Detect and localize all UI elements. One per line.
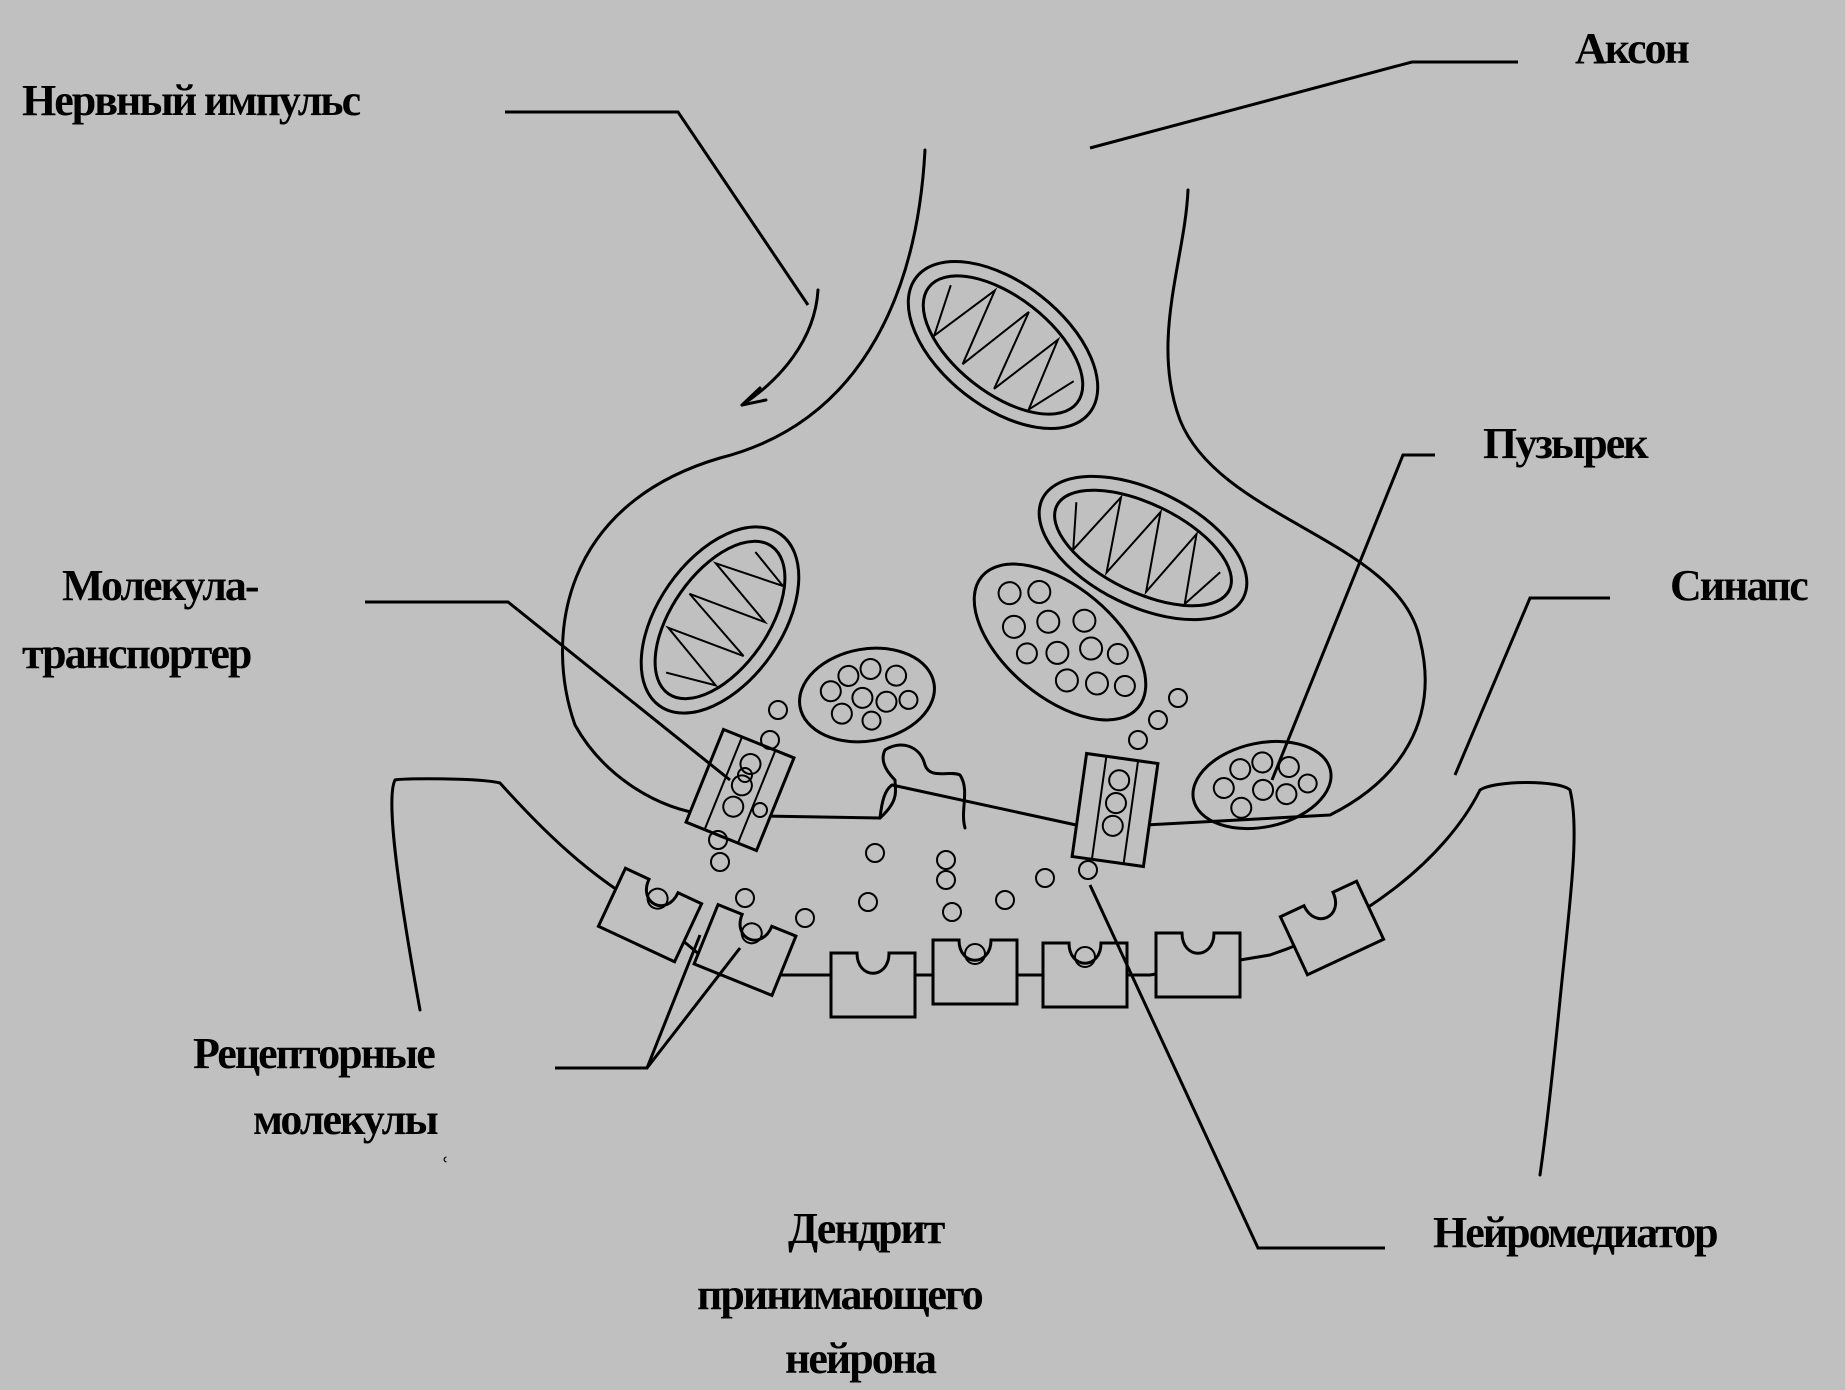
label-synapse: Синапс bbox=[1670, 555, 1807, 617]
receptor-6 bbox=[1156, 933, 1240, 997]
transporter-left bbox=[686, 729, 794, 850]
label-dendrite-line2: принимающего bbox=[697, 1264, 982, 1326]
vesicle-center bbox=[947, 534, 1174, 749]
receptor-3 bbox=[831, 953, 915, 1017]
mitochondrion-right bbox=[1017, 447, 1269, 649]
mitochondrion-left bbox=[609, 498, 831, 741]
vesicle-right bbox=[1185, 729, 1339, 840]
receptor-4 bbox=[933, 940, 1017, 1004]
label-receptors-line2: молекулы bbox=[253, 1089, 437, 1151]
label-transporter-line1: Молекула- bbox=[62, 555, 258, 617]
label-dendrite-line3: нейрона bbox=[785, 1328, 935, 1390]
axon-terminal-membrane bbox=[562, 150, 1425, 828]
receptor-2 bbox=[694, 905, 796, 996]
label-vesicle: Пузырек bbox=[1483, 413, 1647, 475]
label-neurotransmitter: Нейромедиатор bbox=[1433, 1202, 1717, 1264]
label-impulse: Нервный импульс bbox=[22, 70, 359, 132]
leader-synapse bbox=[1455, 598, 1610, 775]
receptor-1 bbox=[598, 868, 701, 962]
transporter-right bbox=[1072, 753, 1158, 866]
label-receptors-line1: Рецепторные bbox=[193, 1023, 434, 1085]
leader-impulse bbox=[505, 112, 808, 305]
receptor-7 bbox=[1280, 881, 1383, 975]
label-dendrite-line1: Дендрит bbox=[788, 1198, 943, 1260]
label-transporter-line2: транспортер bbox=[22, 623, 250, 685]
label-receptors-mark: ʿ bbox=[440, 1148, 448, 1191]
receptor-5 bbox=[1043, 943, 1127, 1007]
leader-axon bbox=[1090, 62, 1518, 148]
vesicle-left bbox=[792, 638, 942, 752]
impulse-arrow bbox=[742, 290, 818, 405]
leader-transporter bbox=[365, 602, 730, 780]
label-axon: Аксон bbox=[1575, 18, 1688, 80]
mitochondrion-top bbox=[878, 228, 1128, 461]
